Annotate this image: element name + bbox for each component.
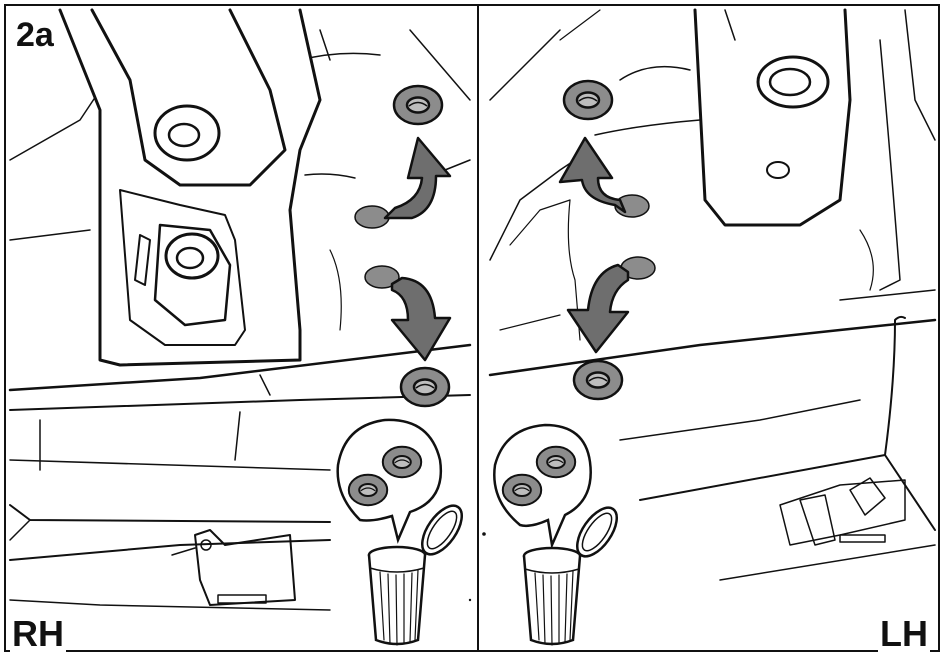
mounting-hole-icon [355, 206, 389, 228]
discard-callout [338, 420, 441, 540]
discard-callout [494, 425, 590, 545]
lh-side-label: LH [878, 616, 930, 652]
rh-side-label: RH [10, 616, 66, 652]
plug-icon [574, 361, 622, 399]
plug-icon [564, 81, 612, 119]
arrow-up-icon [385, 138, 450, 218]
plug-icon [394, 86, 442, 124]
mark-dot [469, 599, 471, 601]
mark-dot [482, 532, 486, 536]
plug-icon [401, 368, 449, 406]
step-number: 2a [14, 18, 56, 52]
trash-bin-icon [369, 499, 470, 645]
